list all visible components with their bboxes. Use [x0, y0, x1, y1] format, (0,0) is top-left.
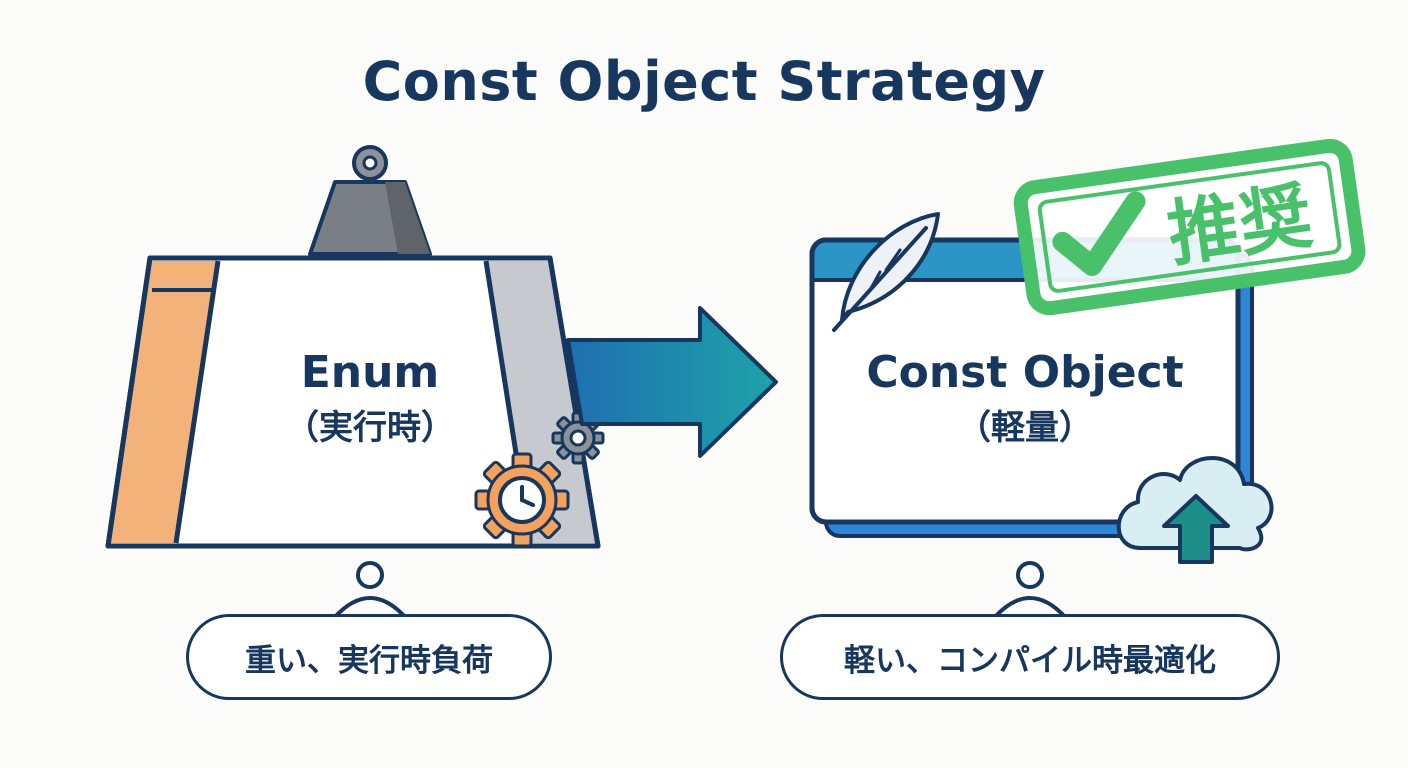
const-object-label: Const Object （軽量）: [820, 347, 1230, 448]
enum-caption: 重い、実行時負荷: [186, 614, 552, 700]
weight-icon: [308, 145, 432, 256]
const-object-sub: （軽量）: [957, 407, 1093, 448]
gear-icon: [551, 411, 605, 465]
cloud-upload-icon: [1116, 456, 1274, 564]
const-object-name: Const Object: [866, 347, 1184, 398]
right-connector: [992, 561, 1068, 620]
left-connector: [332, 561, 408, 620]
page-title: Const Object Strategy: [362, 50, 1046, 113]
enum-block: [105, 145, 601, 549]
stamp-text: 推奨: [1163, 173, 1317, 276]
recommended-stamp: 推奨: [1013, 138, 1366, 316]
feather-icon: [832, 212, 940, 332]
enum-name: Enum: [300, 347, 440, 398]
const-object-caption: 軽い、コンパイル時最適化: [780, 614, 1280, 700]
const-object-window: [809, 237, 1254, 538]
enum-label: Enum （実行時）: [200, 347, 540, 448]
enum-sub: （実行時）: [285, 407, 455, 448]
clock-gear-icon: [474, 452, 570, 548]
arrow-right-icon: [566, 306, 778, 458]
checkmark-icon: [1052, 191, 1146, 276]
